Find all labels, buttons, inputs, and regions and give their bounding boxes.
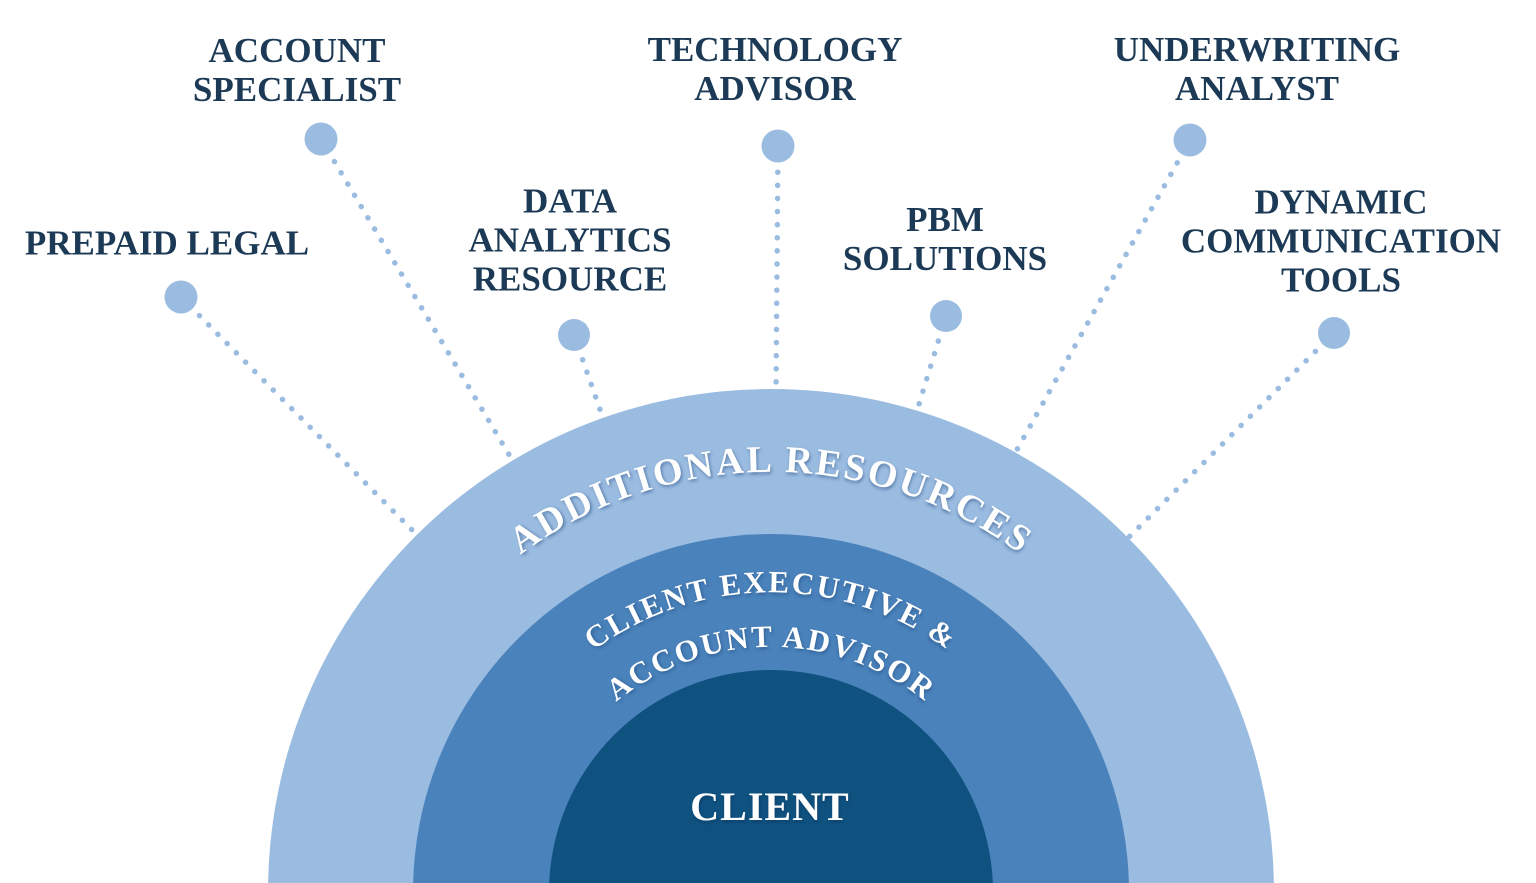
node-dot-technology-advisor bbox=[761, 129, 795, 163]
connector-dynamic-communication bbox=[1123, 330, 1337, 543]
label-prepaid-legal: PREPAID LEGAL bbox=[24, 223, 310, 263]
node-dot-data-analytics bbox=[558, 319, 590, 351]
node-dot-underwriting-analyst bbox=[1173, 123, 1207, 157]
connector-technology-advisor bbox=[773, 143, 781, 395]
node-dot-prepaid-legal bbox=[164, 280, 198, 314]
node-dots bbox=[164, 122, 1350, 351]
label-underwriting-analyst: UNDERWRITING ANALYST bbox=[1113, 30, 1401, 108]
node-dot-pbm-solutions bbox=[930, 300, 962, 332]
connector-account-specialist bbox=[318, 136, 517, 466]
connector-underwriting-analyst bbox=[1011, 137, 1193, 458]
label-technology-advisor: TECHNOLOGY ADVISOR bbox=[647, 30, 903, 108]
node-dot-account-specialist bbox=[304, 122, 338, 156]
node-dot-dynamic-communication bbox=[1318, 317, 1350, 349]
connector-pbm-solutions bbox=[913, 313, 949, 417]
center-client-label: CLIENT bbox=[690, 784, 849, 829]
label-account-specialist: ACCOUNT SPECIALIST bbox=[192, 31, 402, 109]
label-pbm-solutions: PBM SOLUTIONS bbox=[842, 200, 1048, 278]
label-data-analytics-resource: DATA ANALYTICS RESOURCE bbox=[468, 181, 672, 299]
inner-circle bbox=[549, 670, 993, 883]
label-dynamic-communication-tools: DYNAMIC COMMUNICATION TOOLS bbox=[1180, 182, 1502, 300]
connector-prepaid-legal bbox=[178, 294, 422, 540]
